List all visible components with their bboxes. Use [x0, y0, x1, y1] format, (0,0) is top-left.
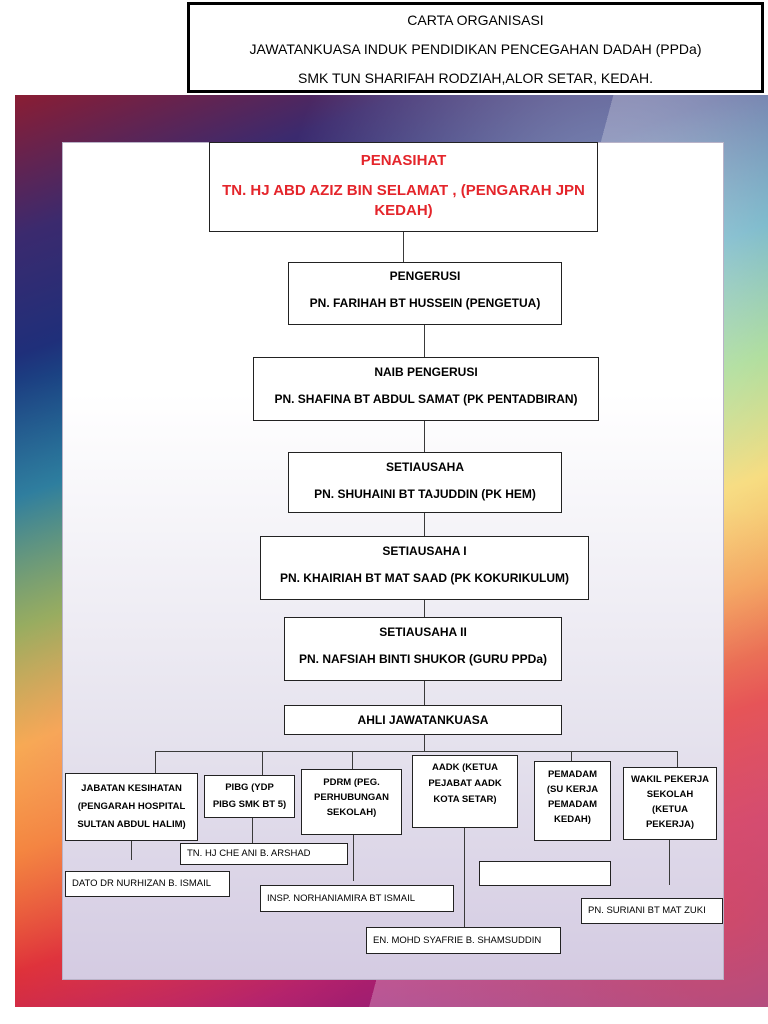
aadk-line-3: KOTA SETAR) — [433, 794, 497, 805]
connector-line — [131, 841, 132, 860]
naib-pengerusi-name: PN. SHAFINA BT ABDUL SAMAT (PK PENTADBIR… — [274, 392, 578, 406]
pemadam-line-2: (SU KERJA — [546, 784, 599, 795]
wakil-line-2: SEKOLAH — [646, 789, 694, 800]
setiausaha-1-role: SETIAUSAHA I — [382, 544, 467, 558]
setiausaha-2-box: SETIAUSAHA II PN. NAFSIAH BINTI SHUKOR (… — [284, 617, 562, 681]
connector-line — [464, 828, 465, 927]
connector-line — [424, 681, 425, 705]
connector-line — [677, 751, 678, 767]
setiausaha-name: PN. SHUHAINI BT TAJUDDIN (PK HEM) — [314, 487, 536, 501]
penasihat-role: PENASIHAT — [360, 152, 447, 169]
penasihat-name: TN. HJ ABD AZIZ BIN SELAMAT , (PENGARAH … — [222, 182, 585, 219]
setiausaha-role: SETIAUSAHA — [385, 460, 464, 474]
pibg-line-2: PIBG SMK BT 5) — [212, 799, 287, 810]
jabatan-line-3: SULTAN ABDUL HALIM) — [77, 819, 186, 830]
connector-line — [403, 232, 404, 262]
jabatan-kesihatan-box: JABATAN KESIHATAN (PENGARAH HOSPITAL SUL… — [65, 773, 198, 841]
connector-line — [262, 751, 263, 775]
connector-line — [424, 600, 425, 617]
aadk-line-1: AADK (KETUA — [432, 762, 498, 773]
connector-line — [155, 751, 156, 773]
aadk-box: AADK (KETUA PEJABAT AADK KOTA SETAR) — [412, 755, 518, 828]
penasihat-box: PENASIHAT TN. HJ ABD AZIZ BIN SELAMAT , … — [209, 142, 598, 232]
naib-pengerusi-role: NAIB PENGERUSI — [374, 365, 478, 379]
pdrm-line-2: PERHUBUNGAN — [314, 792, 389, 803]
pdrm-person: INSP. NORHANIAMIRA BT ISMAIL — [260, 885, 454, 912]
jabatan-line-2: (PENGARAH HOSPITAL — [77, 801, 186, 812]
pengerusi-role: PENGERUSI — [389, 269, 461, 283]
connector-line — [424, 513, 425, 536]
pengerusi-name: PN. FARIHAH BT HUSSEIN (PENGETUA) — [309, 296, 541, 310]
setiausaha-2-role: SETIAUSAHA II — [379, 625, 467, 639]
wakil-line-4: PEKERJA) — [645, 819, 695, 830]
pemadam-line-1: PEMADAM — [547, 769, 598, 780]
pdrm-box: PDRM (PEG. PERHUBUNGAN SEKOLAH) — [301, 769, 402, 835]
wakil-person: PN. SURIANI BT MAT ZUKI — [581, 898, 723, 924]
pdrm-line-1: PDRM (PEG. — [323, 777, 380, 788]
connector-line — [353, 835, 354, 881]
header-school: SMK TUN SHARIFAH RODZIAH,ALOR SETAR, KED… — [298, 70, 653, 86]
pdrm-line-3: SEKOLAH) — [326, 807, 377, 818]
pibg-box: PIBG (YDP PIBG SMK BT 5) — [204, 775, 295, 818]
connector-line — [352, 751, 353, 769]
jabatan-person: DATO DR NURHIZAN B. ISMAIL — [65, 871, 230, 897]
pengerusi-box: PENGERUSI PN. FARIHAH BT HUSSEIN (PENGET… — [288, 262, 562, 325]
pibg-person: TN. HJ CHE ANI B. ARSHAD — [180, 843, 348, 865]
pemadam-line-4: KEDAH) — [554, 814, 591, 825]
setiausaha-2-name: PN. NAFSIAH BINTI SHUKOR (GURU PPDa) — [298, 652, 547, 666]
setiausaha-1-box: SETIAUSAHA I PN. KHAIRIAH BT MAT SAAD (P… — [260, 536, 589, 600]
connector-line — [424, 735, 425, 752]
ahli-jawatankuasa-box: AHLI JAWATANKUASA — [284, 705, 562, 735]
wakil-line-1: WAKIL PEKERJA — [631, 774, 709, 785]
connector-line — [424, 421, 425, 452]
wakil-line-3: (KETUA — [652, 804, 688, 815]
jabatan-line-1: JABATAN KESIHATAN — [81, 783, 182, 794]
connector-line — [155, 751, 678, 752]
pemadam-person — [479, 861, 611, 886]
connector-line — [424, 325, 425, 357]
setiausaha-box: SETIAUSAHA PN. SHUHAINI BT TAJUDDIN (PK … — [288, 452, 562, 513]
header-committee: JAWATANKUASA INDUK PENDIDIKAN PENCEGAHAN… — [249, 41, 702, 57]
pemadam-line-3: PEMADAM — [547, 799, 598, 810]
ahli-jawatankuasa-label: AHLI JAWATANKUASA — [357, 713, 489, 727]
naib-pengerusi-box: NAIB PENGERUSI PN. SHAFINA BT ABDUL SAMA… — [253, 357, 599, 421]
aadk-person: EN. MOHD SYAFRIE B. SHAMSUDDIN — [366, 927, 561, 954]
wakil-pekerja-box: WAKIL PEKERJA SEKOLAH (KETUA PEKERJA) — [623, 767, 717, 840]
chart-header: CARTA ORGANISASI JAWATANKUASA INDUK PEND… — [187, 2, 764, 93]
aadk-line-2: PEJABAT AADK — [428, 778, 502, 789]
connector-line — [571, 751, 572, 761]
connector-line — [252, 818, 253, 843]
connector-line — [669, 840, 670, 885]
setiausaha-1-name: PN. KHAIRIAH BT MAT SAAD (PK KOKURIKULUM… — [279, 571, 570, 585]
pibg-line-1: PIBG (YDP — [225, 782, 274, 793]
pemadam-box: PEMADAM (SU KERJA PEMADAM KEDAH) — [534, 761, 611, 841]
header-title: CARTA ORGANISASI — [407, 12, 544, 28]
